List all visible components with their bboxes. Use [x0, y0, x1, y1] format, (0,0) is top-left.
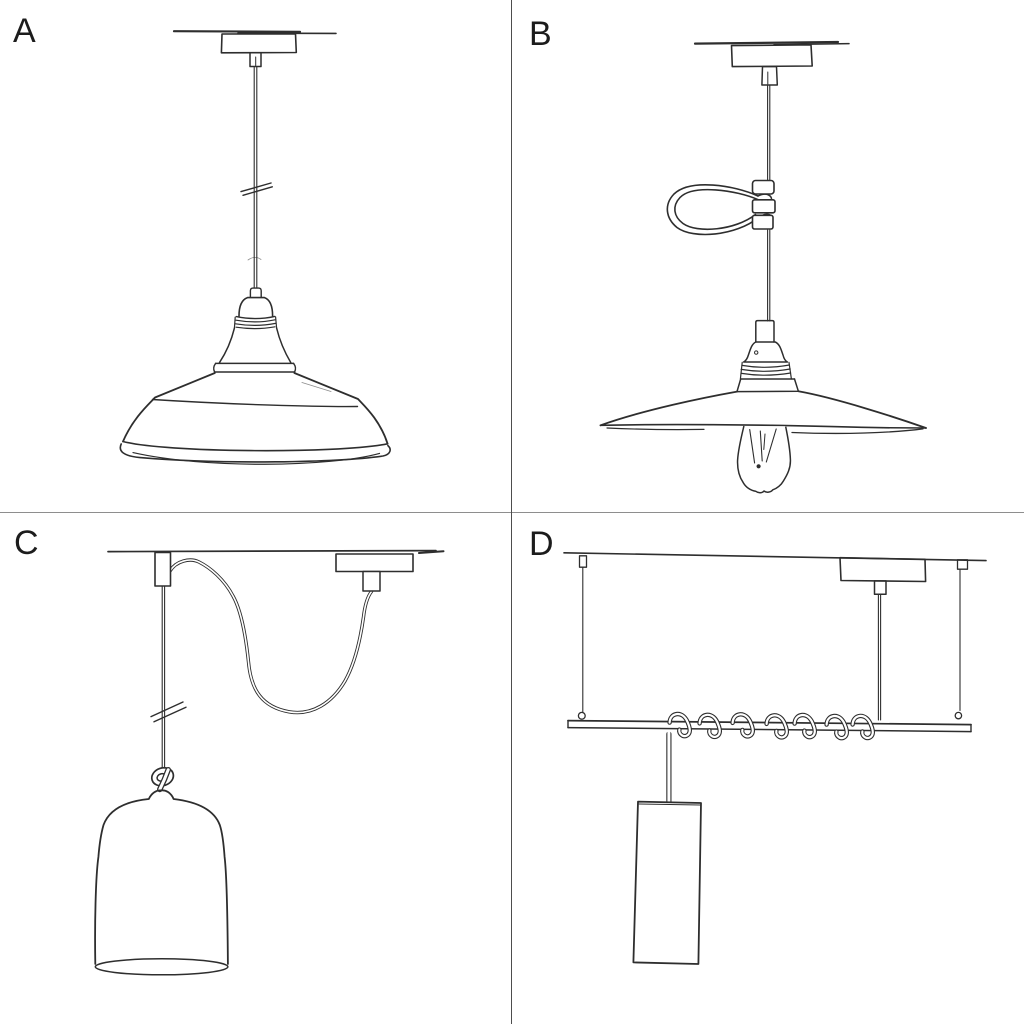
svg-text:D: D: [529, 525, 554, 563]
svg-text:C: C: [14, 524, 39, 562]
svg-text:A: A: [13, 12, 36, 50]
svg-text:B: B: [529, 15, 552, 53]
